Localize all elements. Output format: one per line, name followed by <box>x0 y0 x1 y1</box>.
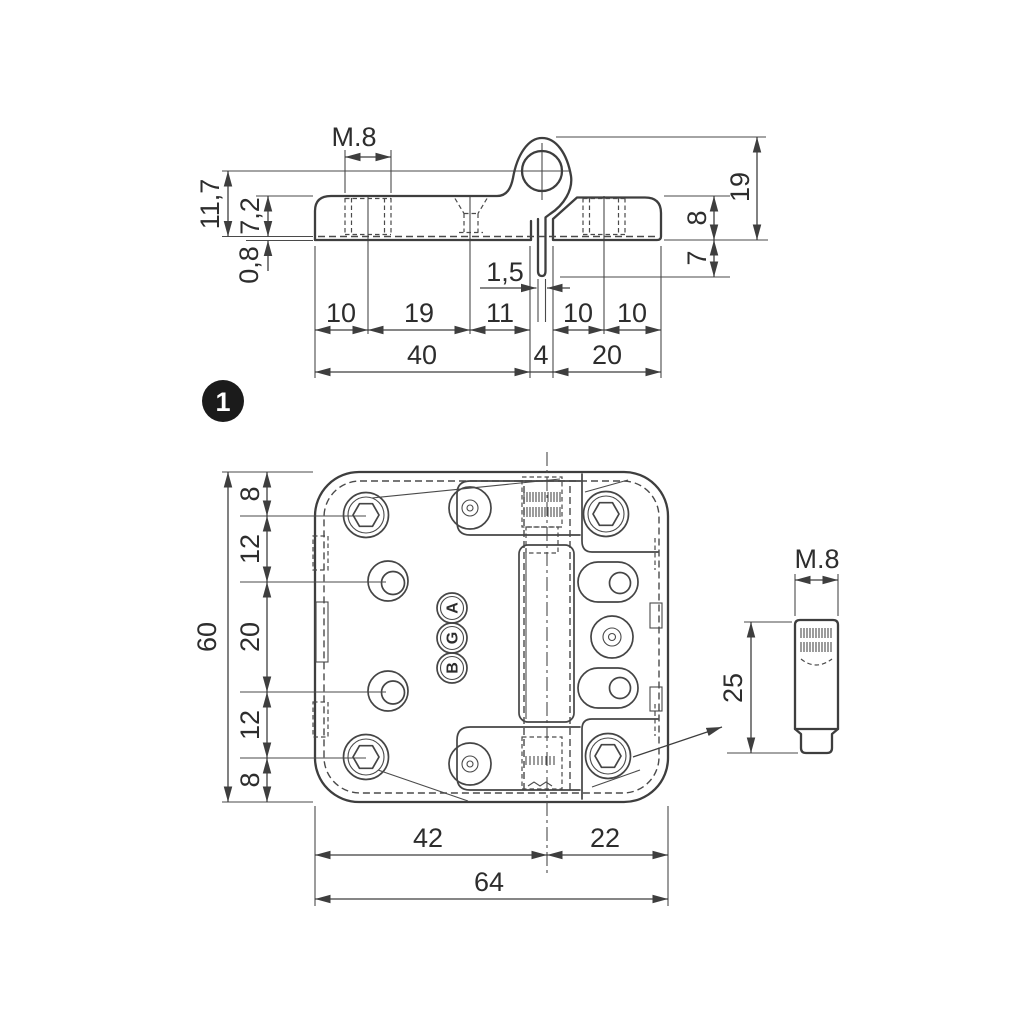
hex-screw-bottom-right <box>584 732 632 780</box>
counterbore-hole-lower <box>367 670 409 712</box>
knurl-box-bottom <box>521 736 563 790</box>
screw-dim-m8: M.8 <box>794 544 839 574</box>
knurl-ticks-row1 <box>523 492 561 502</box>
plan-dim-42: 42 <box>413 823 443 853</box>
left-notch-slot <box>315 601 329 663</box>
dim-label-19w: 19 <box>404 298 434 328</box>
dim-label-1-5: 1,5 <box>486 257 524 287</box>
figure-number: 1 <box>215 387 230 417</box>
plan-dim-12-bottom: 12 <box>235 710 265 740</box>
pivot-eye-hole <box>520 149 564 193</box>
figure-badge-circle <box>202 380 244 422</box>
left-wing-outline <box>313 136 573 242</box>
dim-label-8: 8 <box>682 210 712 225</box>
plan-dim-60: 60 <box>192 622 222 652</box>
dim-label-7: 7 <box>682 250 712 265</box>
screw-dim-25: 25 <box>718 673 748 703</box>
dim-label-10b: 10 <box>563 298 593 328</box>
screw-thread-ticks-row2 <box>800 642 832 652</box>
leader-bottom-left <box>377 769 469 802</box>
countersunk-hole-hidden <box>454 198 488 234</box>
right-threaded-hole-hidden <box>582 197 626 236</box>
dim-label-0-8: 0,8 <box>234 246 264 284</box>
knurl-ticks-row2 <box>523 507 561 517</box>
left-notch-hidden-bottom <box>312 701 329 738</box>
screw-tip-outline <box>793 727 840 755</box>
dim-label-11-7: 11,7 <box>195 179 225 230</box>
slot-hole-lower <box>577 667 639 709</box>
plate-outline <box>313 470 670 804</box>
brand-letter-b: B <box>445 662 462 674</box>
plan-dim-12-top: 12 <box>235 534 265 564</box>
slot-hole-upper <box>577 561 639 603</box>
center-tab-outline <box>536 216 547 278</box>
dim-label-10a: 10 <box>326 298 356 328</box>
dim-label-10c: 10 <box>617 298 647 328</box>
screw-body-outline <box>793 618 840 731</box>
dim-label-19: 19 <box>725 172 755 202</box>
top-right-pad-outline <box>581 473 659 553</box>
knuckle-body <box>518 544 575 723</box>
dim-label-11w: 11 <box>486 298 514 328</box>
bottom-pad-outline <box>456 726 581 791</box>
pivot-cap-top <box>448 486 492 530</box>
leader-bottom-right <box>591 769 641 788</box>
dim-label-40: 40 <box>407 340 437 370</box>
brand-letter-g: G <box>445 632 462 644</box>
leader-top-left <box>371 478 561 499</box>
right-wing-outline <box>551 196 663 242</box>
figure-badge: 1 <box>202 380 244 422</box>
plan-dim-22: 22 <box>590 823 620 853</box>
dim-label-m8: M.8 <box>331 122 376 152</box>
dim-label-20: 20 <box>592 340 622 370</box>
knurl-ticks-bottom <box>525 756 555 765</box>
counterbore-hole-upper <box>367 560 409 602</box>
screw-detail: M.8 25 <box>718 544 840 755</box>
plan-dim-8-bottom: 8 <box>235 772 265 787</box>
dim-label-7-2: 7,2 <box>235 197 265 235</box>
plan-dim-20: 20 <box>235 622 265 652</box>
side-view: M.8 11,7 7,2 0,8 19 8 7 1,5 10 19 11 10 … <box>195 122 768 378</box>
brand-letter-a: A <box>445 602 462 614</box>
screw-thread-runout <box>800 658 833 666</box>
right-notch-lower <box>649 686 663 712</box>
top-pad-outline <box>456 480 581 536</box>
hex-screw-top-right <box>582 490 630 538</box>
right-notch-upper <box>649 602 663 629</box>
brand-logo-agb: A G B <box>436 592 468 684</box>
adjuster-cap-right <box>590 615 634 659</box>
plan-dim-64: 64 <box>474 867 504 897</box>
leader-arrow-to-screw <box>632 726 723 758</box>
bottom-right-pad-outline <box>581 718 659 800</box>
dim-label-4: 4 <box>533 340 548 370</box>
pivot-cap-bottom <box>448 742 492 786</box>
m8-threaded-hole-hidden <box>344 197 392 236</box>
bottom-detail-zigzag <box>527 781 553 787</box>
plan-dim-8-top: 8 <box>235 486 265 501</box>
hex-screw-top-left <box>342 491 390 539</box>
plan-dim-chain <box>223 472 272 802</box>
left-notch-hidden-top <box>312 535 329 571</box>
hex-screw-bottom-left <box>342 733 390 781</box>
leader-top-right <box>584 479 629 493</box>
knurl-box-top2 <box>525 526 559 554</box>
screw-thread-ticks-row1 <box>800 628 832 638</box>
plan-view: A G B 8 12 20 12 8 60 42 2 <box>192 452 723 906</box>
